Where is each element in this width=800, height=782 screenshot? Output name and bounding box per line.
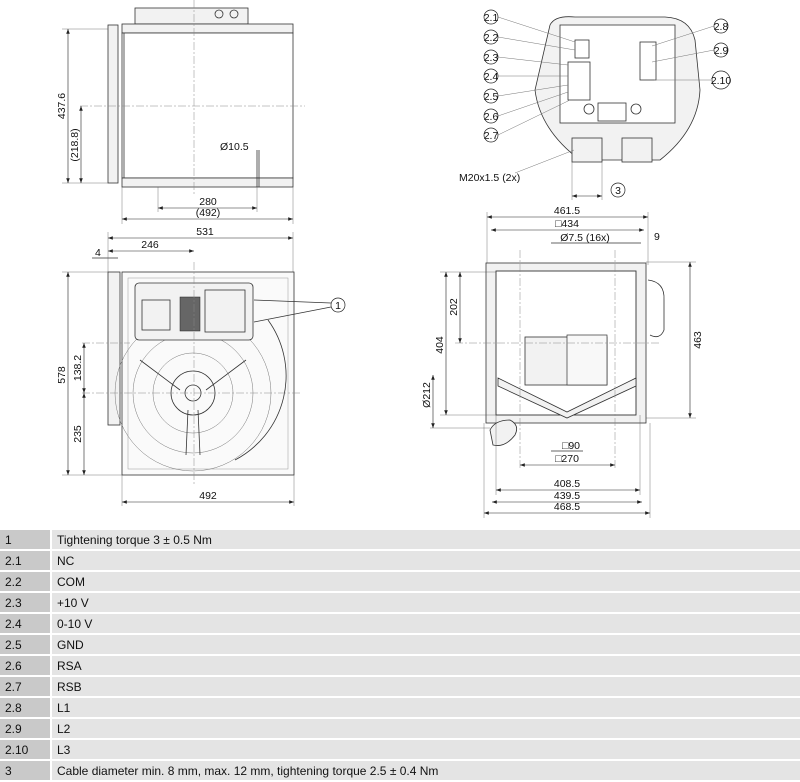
gland-label: M20x1.5 (2x) [459,172,520,184]
dim-holes: Ø7.5 (16x) [560,232,610,244]
terminal-box-detail: 2.1 2.2 2.3 2.4 2.5 2.6 2.7 2.8 2.9 2.10… [459,9,732,200]
legend-key: 2.2 [0,571,52,593]
dim-hole: Ø10.5 [220,141,249,153]
legend-description: GND [51,634,800,656]
callout-2-1: 2.1 [484,12,499,24]
dim-hole-spacing: 280 [199,196,217,208]
dim-width-439: 439.5 [554,490,580,502]
dim-edge: 9 [654,231,660,243]
legend-description: COM [51,571,800,593]
legend-key: 3 [0,760,52,782]
legend-key: 2.7 [0,676,52,698]
side-view: 437.6 (218.8) Ø10.5 280 (492) [56,0,305,224]
dim-side-width: (492) [196,207,221,219]
dimension-drawing: 437.6 (218.8) Ø10.5 280 (492) 531 246 4 [56,0,732,518]
dim-width-468: 468.5 [554,501,580,513]
legend-key: 2.4 [0,613,52,635]
callout-1: 1 [335,300,341,312]
dim-side-half-height: (218.8) [69,128,81,161]
dim-rear-height: 463 [692,331,704,349]
dim-flange: 4 [95,247,101,259]
callout-2-8: 2.8 [714,21,729,33]
callout-2-10: 2.10 [711,75,732,87]
callout-3: 3 [615,185,621,197]
dim-axis-lower: 235 [72,425,84,443]
dim-overall: 531 [196,226,214,238]
dim-rear-overall: 461.5 [554,205,580,217]
callout-2-9: 2.9 [714,45,729,57]
legend-description: NC [51,550,800,572]
legend-key: 2.10 [0,739,52,761]
legend-key: 1 [0,530,52,551]
dim-side-height: 437.6 [56,93,68,119]
dim-upper: 202 [448,298,460,316]
dim-front-width: 492 [199,490,217,502]
dim-front-height: 578 [56,366,68,384]
legend-description: 0-10 V [51,613,800,635]
rear-view: 461.5 □434 Ø7.5 (16x) 9 202 404 Ø212 463… [421,205,704,518]
dim-axis-upper: 138.2 [72,355,84,381]
legend-key: 2.1 [0,550,52,572]
dim-width-408: 408.5 [554,478,580,490]
callout-2-6: 2.6 [484,111,499,123]
legend-key: 2.8 [0,697,52,719]
dim-square-90: □90 [562,440,580,452]
dim-inlet-dia: Ø212 [421,382,433,408]
legend-key: 2.6 [0,655,52,677]
legend-description: RSA [51,655,800,677]
dim-inlet-height: 404 [434,336,446,354]
legend-description: +10 V [51,592,800,614]
dim-square-270: □270 [555,453,579,465]
front-view: 531 246 4 578 138.2 235 492 1 [56,226,346,506]
terminal-box-side [134,7,249,25]
dim-offset: 246 [141,239,159,251]
dim-square-434: □434 [555,218,579,230]
legend-description: RSB [51,676,800,698]
callout-2-4: 2.4 [484,71,499,83]
callout-2-5: 2.5 [484,91,499,103]
legend-key: 2.9 [0,718,52,740]
callout-2-2: 2.2 [484,32,499,44]
legend-row: 2.3+10 V [0,592,800,614]
callout-2-3: 2.3 [484,52,499,64]
legend-description: Tightening torque 3 ± 0.5 Nm [51,530,800,551]
legend-description: L3 [51,739,800,761]
legend-description: L1 [51,697,800,719]
legend-description: Cable diameter min. 8 mm, max. 12 mm, ti… [51,760,800,782]
callouts-left: 2.1 2.2 2.3 2.4 2.5 2.6 2.7 [483,9,576,143]
legend-key: 2.5 [0,634,52,656]
callouts-right: 2.8 2.9 2.10 [651,18,732,90]
callout-2-7: 2.7 [484,130,499,142]
legend-key: 2.3 [0,592,52,614]
legend-description: L2 [51,718,800,740]
